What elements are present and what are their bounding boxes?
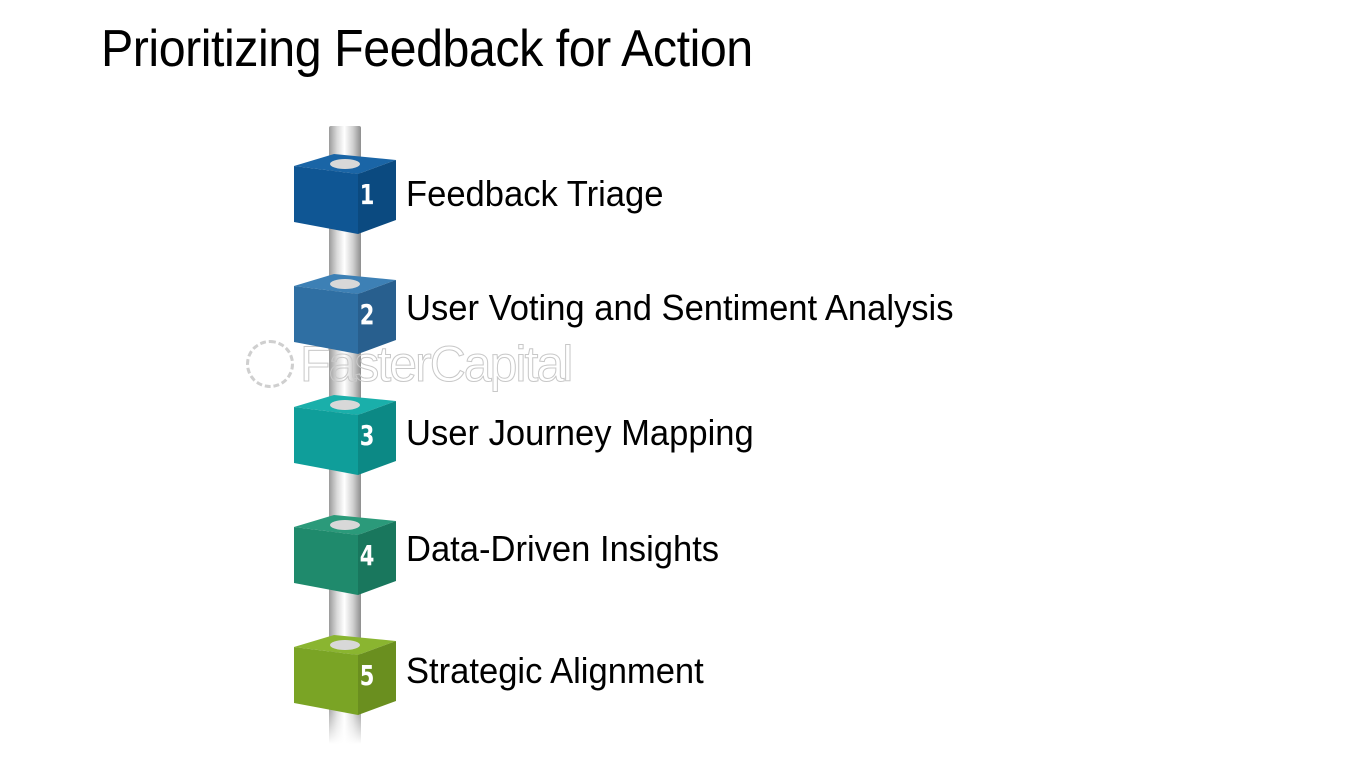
step-5: 5 Strategic Alignment (0, 633, 1350, 723)
step-label: Strategic Alignment (406, 650, 704, 691)
step-3: 3 User Journey Mapping (0, 393, 1350, 483)
step-label: Data-Driven Insights (406, 528, 720, 569)
step-number: 4 (359, 539, 375, 572)
step-label: User Journey Mapping (406, 412, 754, 453)
step-number: 1 (359, 178, 375, 211)
cube-4: 4 (294, 513, 396, 595)
cube-3: 3 (294, 393, 396, 475)
step-number: 3 (359, 419, 375, 452)
page-title: Prioritizing Feedback for Action (101, 20, 753, 78)
step-number: 2 (359, 298, 375, 331)
cube-icon (294, 154, 396, 234)
cube-5: 5 (294, 633, 396, 715)
cube-icon (294, 515, 396, 595)
step-label: Feedback Triage (406, 173, 664, 214)
gear-icon (246, 339, 294, 388)
step-number: 5 (359, 659, 375, 692)
cube-icon (294, 274, 396, 354)
cube-1: 1 (294, 152, 396, 234)
step-4: 4 Data-Driven Insights (0, 513, 1350, 603)
step-label: User Voting and Sentiment Analysis (406, 287, 954, 328)
cube-icon (294, 635, 396, 715)
cube-2: 2 (294, 272, 396, 354)
cube-icon (294, 395, 396, 475)
step-2: 2 User Voting and Sentiment Analysis (0, 272, 1350, 362)
step-1: 1 Feedback Triage (0, 152, 1350, 242)
